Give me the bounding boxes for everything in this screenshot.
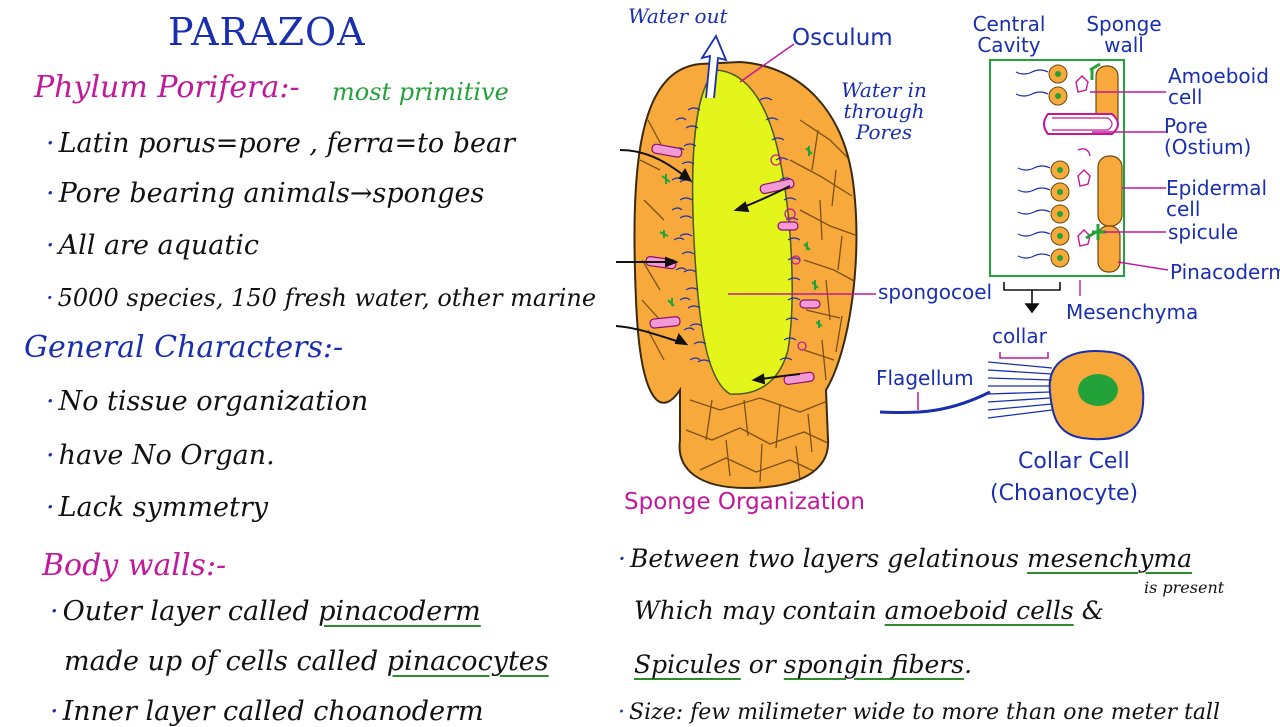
body-line-1: ·Outer layer called pinacoderm (50, 596, 481, 627)
diagram-caption: Sponge Organization (624, 489, 865, 515)
phylum-point-3: ·All are aquatic (46, 230, 259, 261)
body-heading: Body walls:- (42, 548, 227, 583)
label-collar-cell: Collar Cell (1018, 449, 1130, 474)
label-water-in: Water in through Pores (841, 78, 927, 144)
term-spongin-fibers: spongin fibers (783, 650, 965, 679)
term-pinacoderm: pinacoderm (318, 596, 481, 627)
phylum-point-1: ·Latin porus=pore , ferra=to bear (46, 128, 516, 159)
label-choanocyte: (Choanocyte) (990, 481, 1139, 506)
note-line-4: ·Size: few milimeter wide to more than o… (618, 700, 1221, 725)
phylum-point-2: ·Pore bearing animals→sponges (46, 178, 485, 209)
label-spicule: spicule (1168, 220, 1239, 244)
phylum-point-4: ·5000 species, 150 fresh water, other ma… (46, 284, 597, 312)
phylum-heading: Phylum Porifera:- (34, 70, 300, 105)
body-line-2: made up of cells called pinacocytes (64, 646, 549, 677)
label-sponge-wall: Sponge wall (1086, 12, 1162, 57)
label-spongocoel: spongocoel (878, 280, 993, 304)
sponge-wall-detail (989, 59, 1169, 314)
general-heading: General Characters:- (24, 330, 344, 365)
label-water-out: Water out (628, 4, 728, 28)
label-flagellum: Flagellum (876, 366, 974, 390)
label-central-cavity: Central Cavity (972, 12, 1046, 57)
label-pore: Pore (Ostium) (1164, 114, 1252, 159)
label-epidermal-cell: Epidermal cell (1166, 176, 1268, 221)
phylum-note: most primitive (332, 78, 509, 106)
term-mesenchyma: mesenchyma (1026, 544, 1193, 573)
term-spicules: Spicules (634, 650, 741, 679)
general-point-3: ·Lack symmetry (46, 492, 268, 523)
label-amoeboid-cell: Amoeboid cell (1168, 64, 1269, 109)
page-title: PARAZOA (168, 10, 366, 54)
note-line-3: Spicules or spongin fibers. (634, 650, 973, 679)
label-mesenchyma: Mesenchyma (1066, 300, 1199, 324)
note-line-2: Which may contain amoeboid cells & (634, 596, 1104, 625)
collar-cell-diagram (879, 350, 1145, 441)
label-collar: collar (992, 324, 1047, 348)
general-point-2: ·have No Organ. (46, 440, 275, 471)
term-amoeboid-cells: amoeboid cells (884, 596, 1074, 625)
general-point-1: ·No tissue organization (46, 386, 369, 417)
label-osculum: Osculum (792, 25, 893, 51)
sponge-body (615, 34, 876, 490)
note-line-1: ·Between two layers gelatinous mesenchym… (618, 544, 1193, 573)
note-line-1-sub: is present (1144, 578, 1225, 597)
term-pinacocytes: pinacocytes (386, 646, 549, 677)
label-pinacoderm: Pinacoderm (1170, 260, 1280, 284)
